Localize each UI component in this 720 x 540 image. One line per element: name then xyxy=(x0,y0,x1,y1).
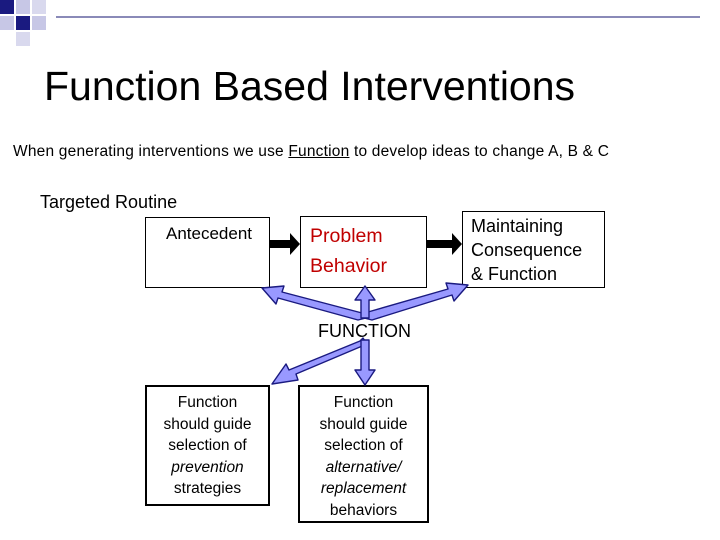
subtitle-text-end: to develop ideas to change A, B & C xyxy=(349,143,610,160)
problem-line: Problem xyxy=(310,225,383,247)
maintaining-consequence-box: Maintaining Consequence & Function xyxy=(462,211,605,288)
guide-right-line-5: replacement xyxy=(300,478,427,500)
function-label: FUNCTION xyxy=(318,321,411,341)
deco-square xyxy=(16,16,30,30)
slide-subtitle: When generating interventions we use Fun… xyxy=(13,143,609,161)
deco-square xyxy=(32,0,46,14)
arrow-antecedent-to-problem xyxy=(270,233,300,255)
guide-right-line-3: selection of xyxy=(324,437,403,454)
antecedent-box: Antecedent xyxy=(145,217,270,288)
guide-left-line-5: strategies xyxy=(173,480,242,497)
alternative-word: alternative/ xyxy=(325,458,402,476)
consequence-line-3: & Function xyxy=(471,264,558,284)
antecedent-label: Antecedent xyxy=(165,224,252,243)
guide-right-line-1: Function xyxy=(333,394,394,411)
targeted-routine-label: Targeted Routine xyxy=(40,192,178,212)
subtitle-function-word: Function xyxy=(288,143,350,160)
guide-left-line-4: prevention xyxy=(147,457,268,479)
behavior-line: Behavior xyxy=(310,255,387,277)
header-rule xyxy=(56,16,700,18)
guide-left-line-2: should guide xyxy=(163,415,252,433)
slide-title: Function Based Interventions xyxy=(44,63,576,109)
subtitle-text: When generating interventions we use xyxy=(13,143,289,160)
arrow-function-to-replacement xyxy=(354,339,376,386)
prevention-strategies-box: Function should guide selection of preve… xyxy=(145,385,270,506)
problem-behavior-box: Problem Behavior xyxy=(300,216,427,288)
guide-right-line-2: should guide xyxy=(319,415,408,433)
arrow-function-to-antecedent xyxy=(261,285,367,321)
guide-right-line-6: behaviors xyxy=(329,501,398,519)
guide-left-line-3: selection of xyxy=(168,437,247,454)
consequence-line-2: Consequence xyxy=(471,240,583,260)
prevention-word: prevention xyxy=(171,458,244,476)
replacement-behaviors-box: Function should guide selection of alter… xyxy=(298,385,429,523)
replacement-word: replacement xyxy=(320,480,407,497)
arrow-function-to-consequence xyxy=(363,282,469,321)
arrow-function-to-problem xyxy=(354,285,376,319)
guide-left-line-1: Function xyxy=(177,394,238,411)
guide-right-line-4: alternative/ xyxy=(300,457,427,479)
arrow-function-to-prevention xyxy=(271,337,368,385)
consequence-line-1: Maintaining xyxy=(471,216,564,236)
deco-square xyxy=(0,0,14,14)
deco-square xyxy=(0,16,14,30)
deco-square xyxy=(32,16,46,30)
arrow-problem-to-consequence xyxy=(427,233,462,255)
deco-square xyxy=(16,0,30,14)
deco-square xyxy=(16,32,30,46)
